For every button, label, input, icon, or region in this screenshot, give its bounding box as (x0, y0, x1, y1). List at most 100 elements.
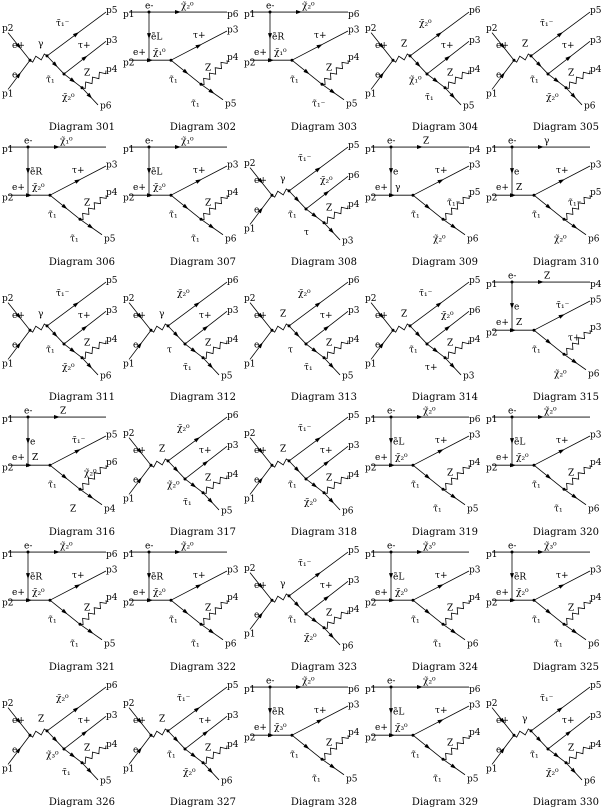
particle-label: p2 (365, 24, 377, 34)
arrow-icon (26, 168, 30, 175)
arrow-icon (328, 497, 335, 504)
particle-label: e+ (375, 723, 388, 733)
arrow-icon (437, 179, 444, 184)
vertex-dot (532, 193, 536, 197)
vertex-dot (78, 217, 82, 221)
particle-label: τ̃₁ (62, 767, 71, 778)
particle-label: χ̃₁⁰ (274, 47, 287, 58)
arrow-icon (257, 477, 263, 484)
particle-label: p1 (365, 359, 377, 369)
particle-label: τ+ (72, 571, 85, 581)
vertex-dot (389, 550, 393, 554)
particle-label: τ+ (556, 571, 569, 581)
particle-label: χ̃₂⁰ (60, 541, 73, 552)
particle-label: e- (24, 407, 32, 417)
vertex-dot (201, 761, 205, 765)
boson-propagator (271, 323, 290, 333)
particle-label: p3 (590, 323, 602, 333)
arrow-icon (311, 482, 318, 488)
particle-label: χ̃₂⁰ (56, 693, 69, 704)
particle-label: e- (145, 542, 153, 552)
particle-label: p1 (486, 415, 498, 425)
arrow-icon (202, 730, 209, 737)
arrow-icon (257, 312, 263, 319)
particle-label: τ̃₁ (554, 504, 563, 515)
vertex-dot (529, 54, 533, 58)
boson-propagator (563, 465, 591, 491)
arrow-icon (74, 449, 81, 454)
particle-label: p2 (2, 294, 14, 304)
arrow-icon (389, 168, 393, 175)
particle-label: τ̃₁ (191, 99, 200, 110)
arrow-icon (74, 179, 81, 184)
particle-label: Z (401, 309, 407, 319)
particle-label: e- (496, 745, 504, 755)
particle-label: Z (159, 444, 165, 454)
arrow-icon (87, 493, 94, 499)
arrow-icon (311, 617, 318, 623)
diagram-caption: Diagram 313 (242, 392, 363, 404)
particle-label: e+ (496, 183, 509, 193)
particle-label: ẽR (514, 572, 526, 583)
particle-label: Z (326, 339, 332, 349)
arrow-icon (296, 10, 302, 15)
particle-label: p5 (469, 188, 481, 198)
diagram-caption: Diagram 307 (121, 257, 242, 269)
particle-label: e- (266, 2, 274, 12)
arrow-icon (72, 302, 79, 308)
particle-label: e+ (254, 581, 267, 591)
particle-label: Z (205, 339, 211, 349)
arrow-icon (207, 767, 214, 774)
vertex-dot (320, 757, 324, 761)
particle-label: p6 (588, 235, 600, 245)
particle-label: p1 (365, 415, 377, 425)
particle-label: p4 (348, 470, 360, 480)
particle-label: γ (522, 714, 527, 724)
particle-label: p1 (123, 494, 135, 504)
arrow-icon (535, 736, 542, 743)
arrow-icon (15, 312, 21, 319)
arrow-icon (545, 338, 552, 345)
vertex-dot (441, 622, 445, 626)
boson-propagator (323, 610, 349, 630)
particle-label: p6 (588, 370, 600, 380)
arrow-icon (437, 584, 444, 589)
particle-label: τ̃₁ (411, 480, 420, 491)
arrow-icon (86, 767, 93, 774)
particle-label: p1 (123, 550, 135, 560)
particle-label: p4 (348, 53, 360, 63)
particle-label: τ̃₁ (288, 615, 297, 626)
arrow-icon (570, 92, 577, 99)
particle-label: p5 (590, 296, 602, 306)
particle-label: p5 (221, 371, 233, 381)
particle-label: p3 (469, 161, 481, 171)
particle-label: χ̃₂⁰ (62, 362, 75, 373)
particle-label: e+ (254, 48, 267, 58)
particle-label: τ̃₁ (48, 615, 57, 626)
particle-label: τ̃₁ (288, 210, 297, 221)
particle-label: e- (133, 745, 141, 755)
vertex-dot (322, 356, 326, 360)
arrow-icon (435, 32, 442, 38)
particle-label: τ̃₁ (169, 210, 178, 221)
particle-label: p3 (590, 36, 602, 46)
arrow-icon (257, 342, 263, 349)
boson-propagator (565, 70, 591, 90)
diagram-caption: Diagram 301 (0, 122, 121, 134)
diagram-caption: Diagram 310 (484, 257, 605, 269)
particle-label: p3 (106, 566, 118, 576)
particle-label: τ+ (568, 334, 581, 344)
arrow-icon (328, 227, 335, 234)
arrow-icon (311, 347, 318, 353)
arrow-icon (510, 573, 514, 580)
arrow-icon (207, 497, 214, 504)
particle-label: e- (508, 542, 516, 552)
